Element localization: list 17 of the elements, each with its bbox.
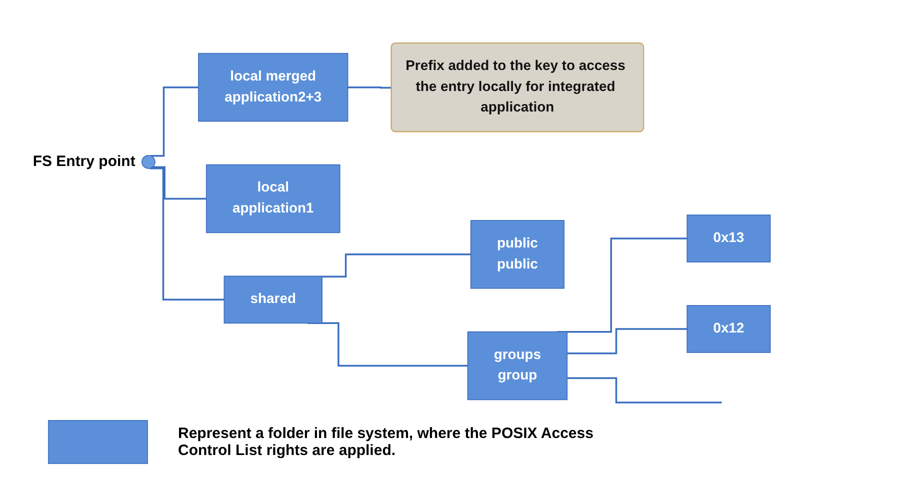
node-box: groups group	[467, 331, 568, 400]
node-box: 0x13	[686, 214, 771, 262]
node-circle	[141, 154, 156, 169]
node-box: local merged application2+3	[198, 52, 348, 122]
connector	[348, 86, 392, 89]
connector	[152, 166, 206, 200]
node-box: 0x12	[686, 305, 771, 353]
entry-point-label: FS Entry point	[32, 153, 136, 170]
node-box: public public	[470, 220, 564, 289]
connector	[567, 328, 687, 354]
connector	[150, 86, 198, 157]
legend-text: Represent a folder in file system, where the POSIX Access Control List rights are applied.	[178, 425, 594, 459]
node-box: local application1	[206, 164, 340, 234]
node-box: shared	[224, 276, 322, 324]
connector	[150, 167, 224, 300]
connector	[567, 377, 722, 404]
connector	[322, 254, 471, 278]
